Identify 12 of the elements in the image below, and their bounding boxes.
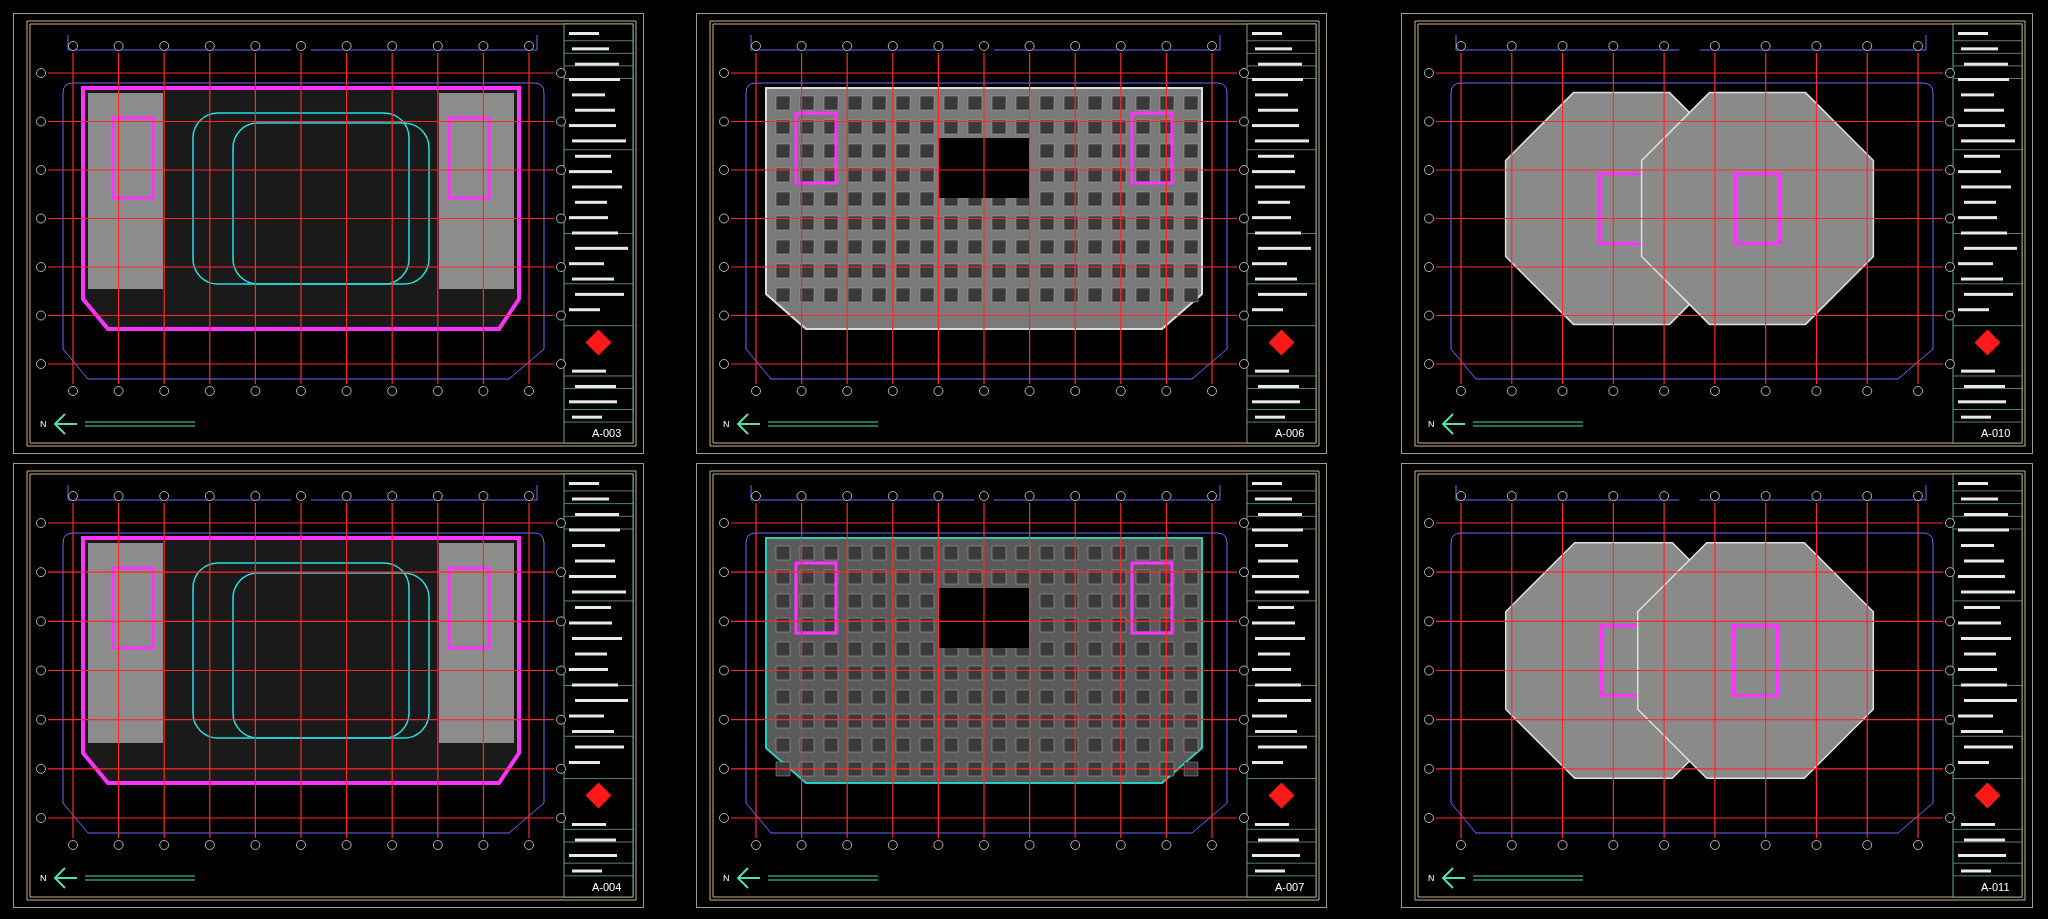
sheet-number: A-004 — [592, 881, 622, 893]
north-label: N — [1428, 418, 1435, 430]
sheet-number: A-003 — [592, 427, 622, 439]
north-label: N — [723, 872, 730, 884]
north-label: N — [1428, 872, 1435, 884]
north-label: N — [40, 872, 47, 884]
north-label: N — [40, 418, 47, 430]
sheet-number: A-010 — [1981, 427, 2011, 439]
sheet-number: A-011 — [1981, 881, 2010, 893]
north-label: N — [723, 418, 730, 430]
sheet-number: A-006 — [1275, 427, 1305, 439]
sheet-number: A-007 — [1275, 881, 1305, 893]
